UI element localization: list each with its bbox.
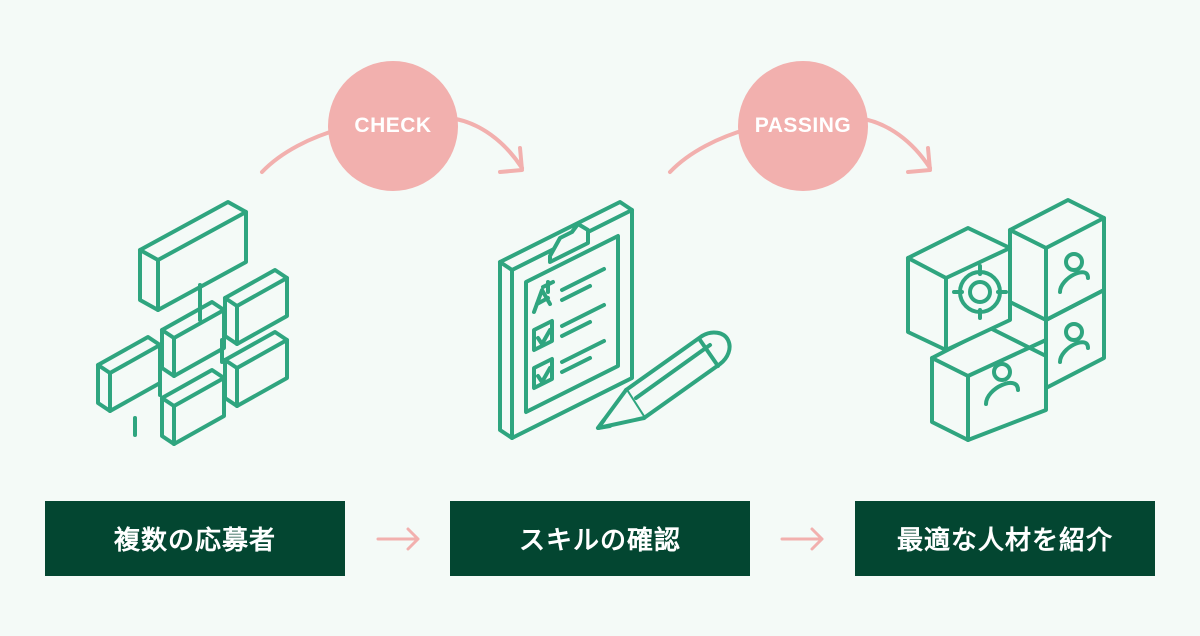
- clipboard-pencil-icon: [498, 200, 732, 440]
- step-label-introduce-candidate: 最適な人材を紹介: [855, 501, 1155, 576]
- step-label-applicants: 複数の応募者: [45, 501, 345, 576]
- curve-arrow-right-head: [906, 146, 932, 174]
- bottom-arrow-1: [376, 527, 420, 551]
- step-label-skill-check: スキルの確認: [450, 501, 750, 576]
- passing-badge: PASSING: [738, 61, 868, 191]
- applicants-blocks-icon: [96, 200, 289, 446]
- candidate-cubes-target-icon: [906, 198, 1106, 442]
- curve-arrow-left-head: [498, 146, 524, 174]
- check-badge: CHECK: [328, 61, 458, 191]
- bottom-arrow-2: [780, 527, 824, 551]
